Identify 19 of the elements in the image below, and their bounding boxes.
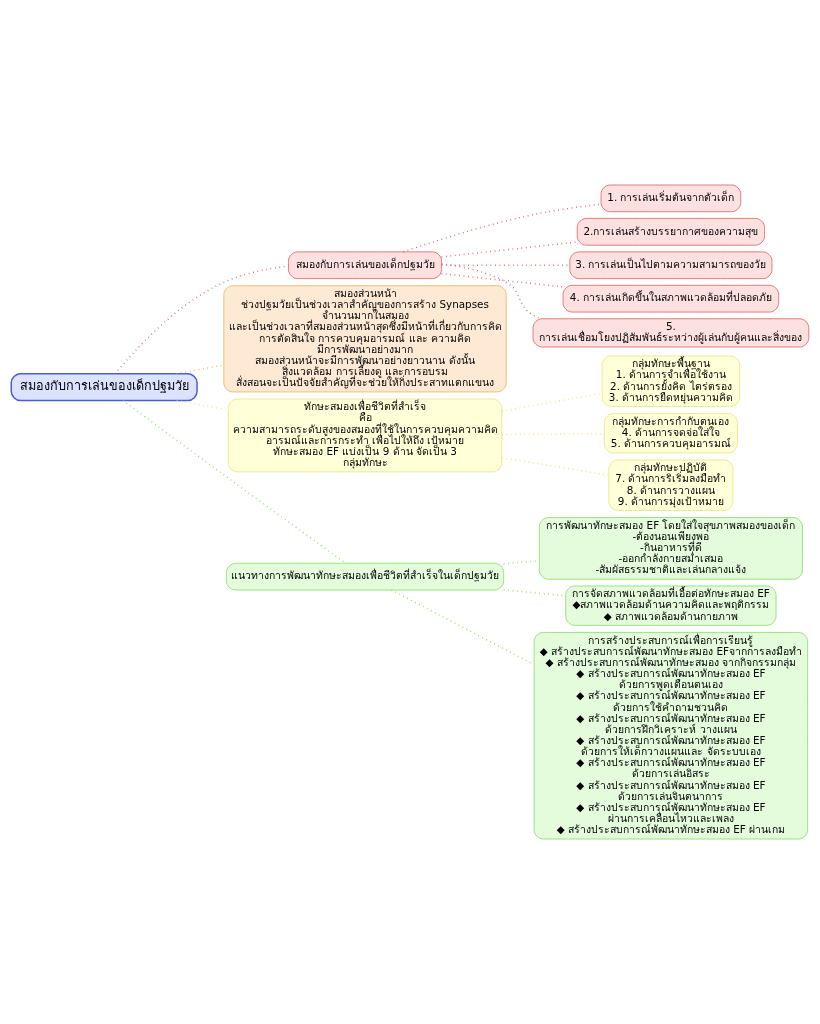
node-box: การสร้างประสบการณ์เพื่อการเรียนรู้ ◆ สร้างประสบการณ์พัฒนาทักษะสมอง EFจากการลงมือทำ ◆ สร้างประสบการณ์พัฒนาทักษะสมอง จากกิจกรรมกลุ่ม ◆ สร้างประสบการณ์พัฒนาทักษะสมอง EF ด้วยการพูดเตือนตนเอง ◆ สร้างประสบการณ์พัฒนาทักษะสมอง EF ด้วยการใช้คำถามชวนคิด ◆ สร้างประสบการณ์พัฒนาทักษะสมอง EF ด้วยการฝึกวิเคราะห์ วางแผน ◆ สร้างประสบการณ์พัฒนาทักษะสมอง EF ด้วยการให้เด็กวางแผนและ จัดระบบเอง ◆ สร้างประสบการณ์พัฒนาทักษะสมอง EF ด้วยการเล่นอิสระ ◆ สร้างประสบการณ์พัฒนาทักษะสมอง EF ด้วยการเล่นจินตนาการ ◆ สร้างประสบการณ์พัฒนาทักษะสมอง EF ผ่านการเคลื่อนไหวและเพลง ◆ สร้างประสบการณ์พัฒนาทักษะสมอง EF ผ่านเกม — [533, 632, 808, 840]
connector — [176, 399, 229, 411]
connector — [441, 263, 541, 320]
node-box: 4. การเล่นเกิดขึ้นในสภาพแวดล้อมที่ปลอดภัย — [562, 284, 779, 313]
node-box: ทักษะสมองเพื่อชีวิตที่สำเร็จ คือ ความสามารถระดับสูงของสมองที่ใช้ในการควบคุมความคิด อารมณ์และการกระทำ เพื่อไปให้ถึง เป้หมาย ทักษะสมอง EF แบ่งเป็น 9 ด้าน จัดเป็น 3 กลุ่มทักษะ — [227, 398, 503, 473]
connector — [402, 203, 602, 253]
node-box: สมองส่วนหน้า ช่วงปฐมวัยเป็นช่วงเวลาสำคัญของการสร้าง Synapses จำนวนมากในสมอง และเป็นช่วงเวลาที่สมองส่วนหน้าสุดซึ่งมีหน้าที่เกี่ยวกับการคิด การตัดสินใจ การควบคุมอารมณ์ และ ความคิด มีการพัฒนาอย่างมาก สมองส่วนหน้าจะมีการพัฒนาอย่างยาวนาน ดังนั้น สิ่งแวดล้อม การเลี้ยงดู และการอบรม สั่งสอนจะเป็นปัจจัยสำคัญที่จะช่วยให้กิ่งประสาทแตกแขนง — [223, 285, 507, 393]
node-box: กลุ่มทักษะพื้นฐาน 1. ด้านการจำเพื่อใช้งาน 2. ด้านการยั้งคิด ไตร่ตรอง 3. ด้านการยืดหยุ่นความคิด — [601, 355, 740, 407]
node-box: การจัดสภาพแวดล้อมที่เอื้อต่อทักษะสมอง EF ◆สภาพแวดล้อมด้านความคิดและพฤติกรรม ◆ สภาพแวดล้อมด้านกายภาพ — [565, 585, 777, 626]
node-box: แนวทางการพัฒนาทักษะสมองเพื่อชีวิตที่สำเร็จในเด็กปฐมวัย — [226, 562, 504, 591]
node-box: 5. การเล่นเชื่อมโยงปฏิสัมพันธ์ระหว่างผู้เล่นกับผู้คนและสิ่งของ — [532, 318, 810, 348]
node-box: การพัฒนาทักษะสมอง EF โดยใส่ใจสุขภาพสมองของเด็ก -ต้องนอนเพียงพอ -กินอาหารที่ดี -ออกกำลังกายสม่ำเสมอ -สัมผัสธรรมชาติและเล่นกลางแจ้ง — [538, 517, 803, 580]
node-box: 2.การเล่นสร้างบรรยากาศของความสุข — [576, 218, 765, 246]
node-box: กลุ่มทักษะการกำกับตนเอง 4. ด้านการจดจ่อใส่ใจ 5. ด้านการควบคุมอารมณ์ — [604, 413, 738, 454]
node-box: 1. การเล่นเริ่มต้นจากตัวเด็ก — [600, 184, 742, 213]
node-box: 3. การเล่นเป็นไปตามความสามารถของวัย — [569, 251, 773, 279]
node-box: กลุ่มทักษะปฏิบัติ 7. ด้านการริเริ่มลงมือทำ 8. ด้านการวางแผน 9. ด้านการมุ่งเป้าหมาย — [608, 459, 734, 511]
node-box: สมองกับการเล่นของเด็กปฐมวัย — [288, 251, 442, 279]
node-box: สมองกับการเล่นของเด็กปฐมวัย — [10, 373, 198, 402]
